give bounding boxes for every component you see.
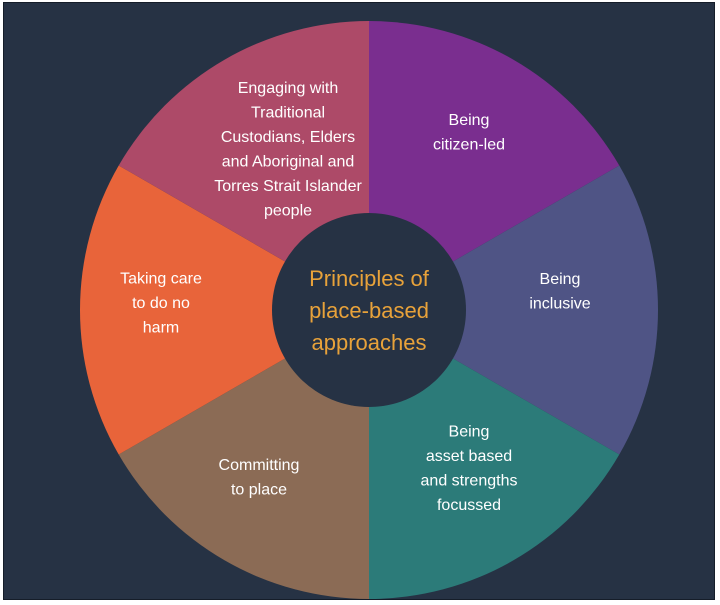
center-circle (272, 213, 466, 407)
segment-label-line: Being (449, 112, 490, 129)
center-title-text: Principles of place-based approaches (309, 266, 430, 355)
segment-label-line: Traditional (251, 104, 325, 121)
segment-label-line: to place (231, 481, 287, 498)
segment-label-line: focussed (437, 497, 501, 514)
segment-label-line: and Aboriginal and (222, 153, 355, 170)
center-title-line: approaches (312, 330, 427, 355)
segment-label-line: citizen-led (433, 136, 505, 153)
segment-label-line: inclusive (529, 295, 590, 312)
center-title-line: Principles of (309, 266, 430, 291)
segment-label-line: and strengths (421, 472, 518, 489)
segment-taking-care (79, 165, 369, 455)
segment-label-line: people (264, 202, 312, 219)
segment-label-line: Torres Strait Islander (214, 178, 362, 195)
segment-label-line: harm (143, 320, 179, 337)
segment-label-line: Taking care (120, 271, 202, 288)
segment-label-taking-care: Taking care to do no harm (120, 271, 202, 337)
segment-label-line: asset based (426, 448, 512, 465)
center-title-line: place-based (309, 298, 429, 323)
center-title: Principles of place-based approaches (309, 266, 430, 355)
segment-label-asset-based: Being asset based and strengths focussed (421, 423, 518, 514)
segment-inclusive (369, 165, 658, 455)
segment-label-committing-to-place: Committing to place (219, 457, 300, 499)
segment-label-line: Engaging with (238, 80, 339, 97)
segment-label-line: Custodians, Elders (221, 129, 355, 146)
segment-label-line: Being (449, 423, 490, 440)
segment-label-inclusive: Being inclusive (529, 271, 590, 313)
segment-label-line: Being (540, 271, 581, 288)
segment-label-line: to do no (132, 295, 190, 312)
segment-label-citizen-led: Being citizen-led (433, 112, 505, 154)
segment-label-line: Committing (219, 457, 300, 474)
